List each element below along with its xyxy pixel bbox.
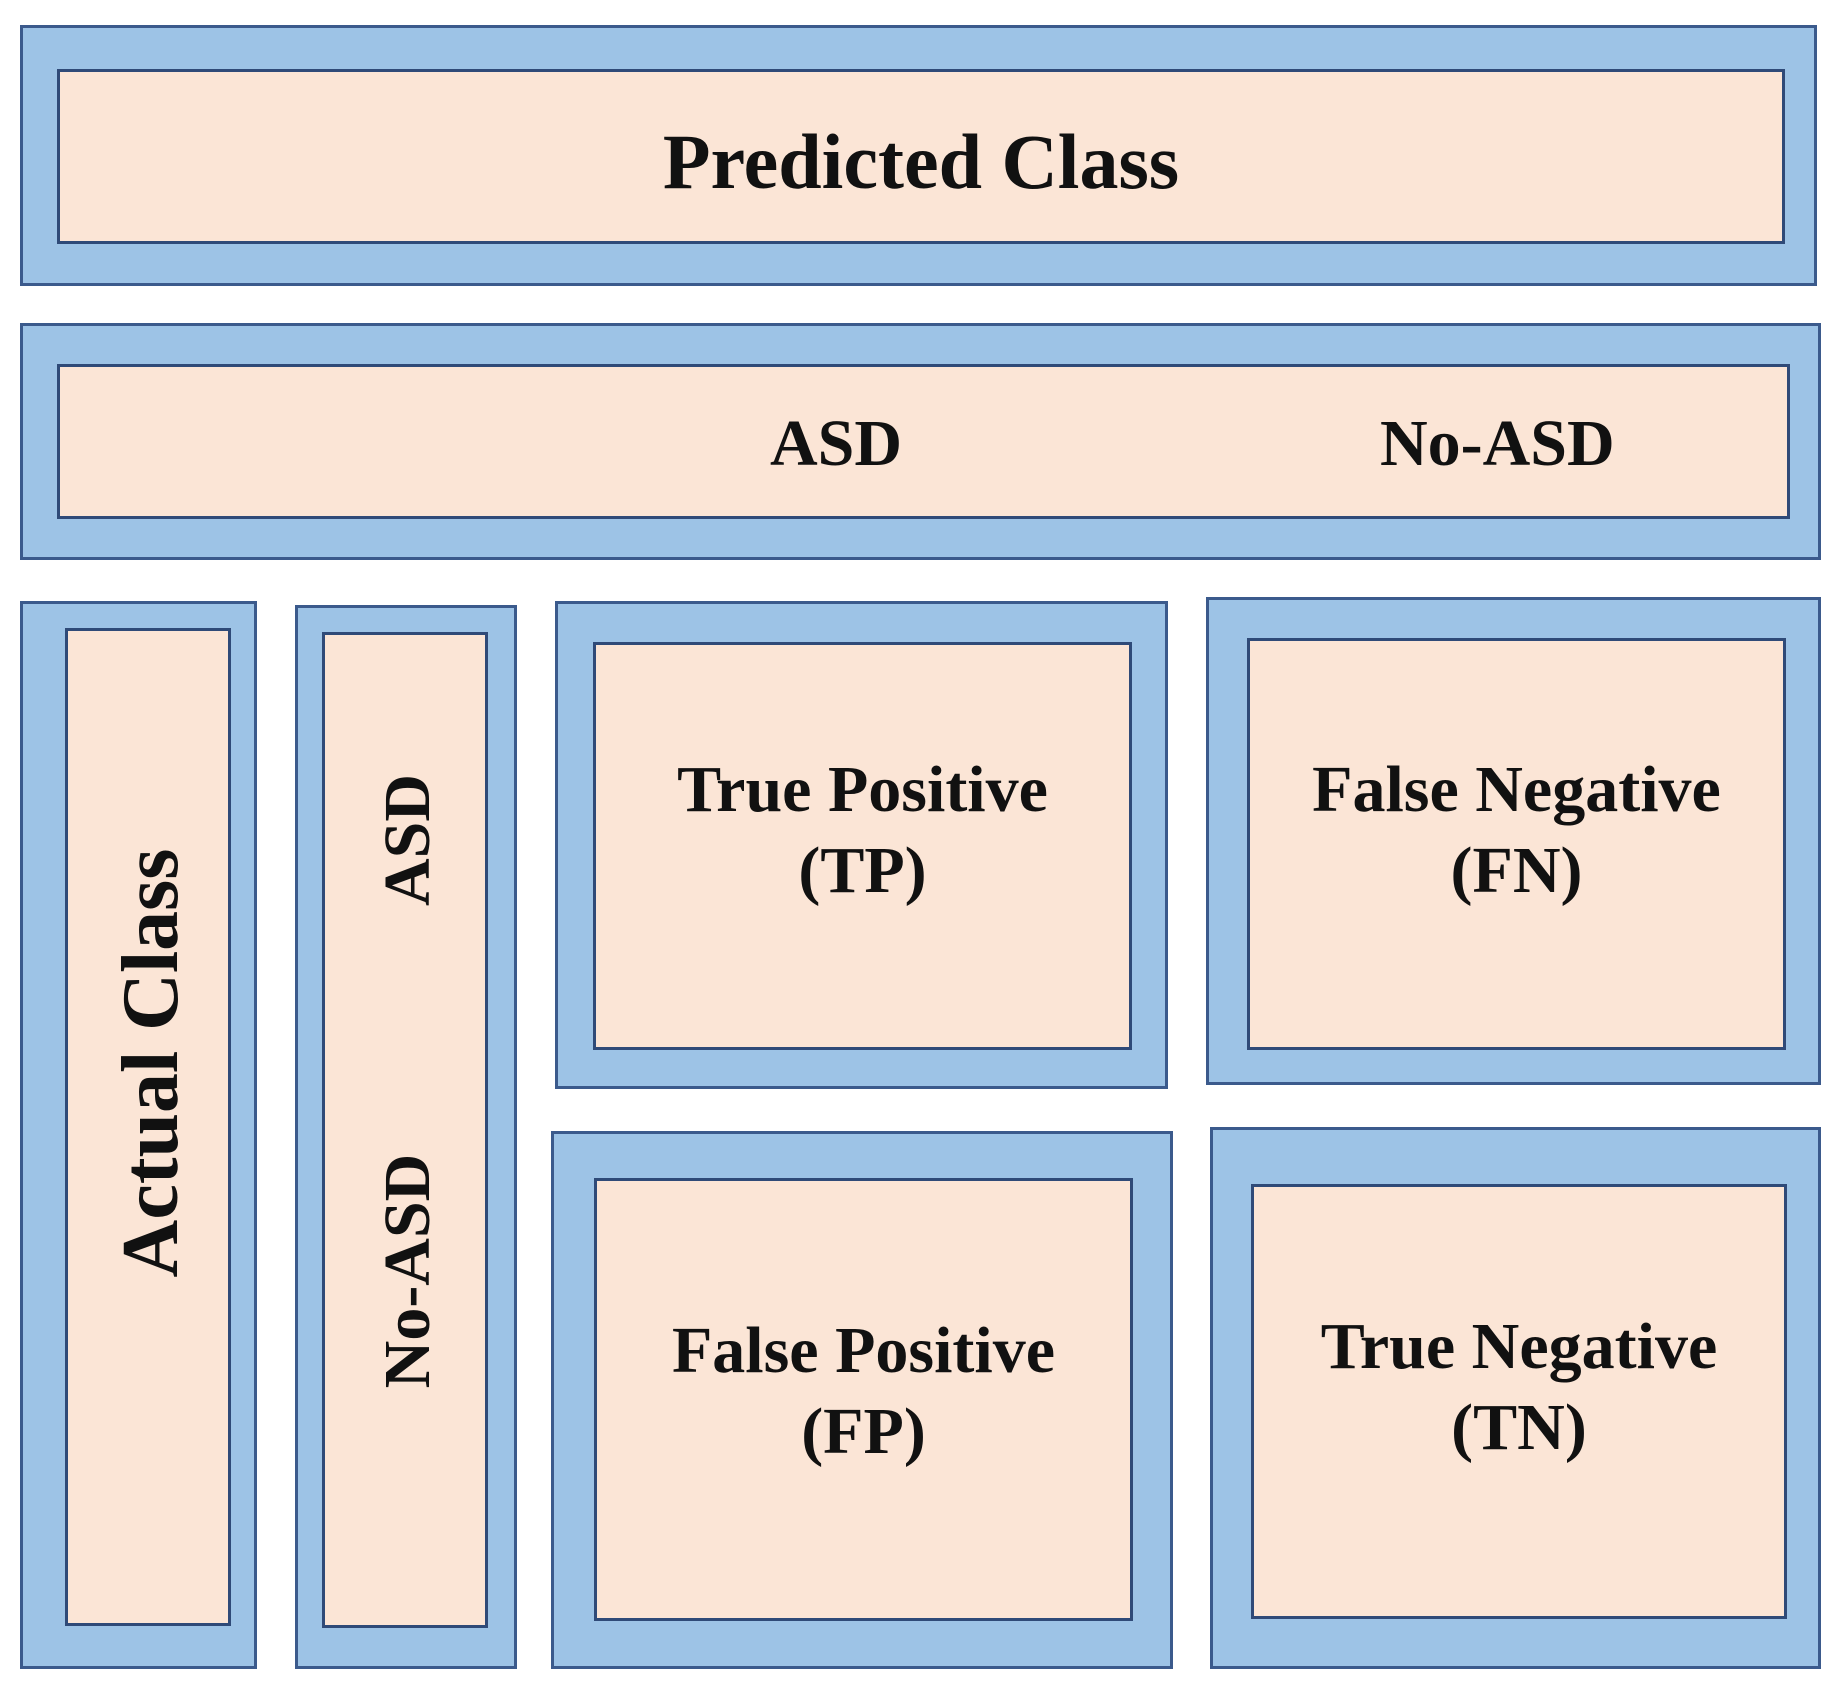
fn-label: False Negative (FN) (1250, 750, 1783, 911)
tn-line1: True Negative (1320, 1310, 1718, 1383)
fn-line2: (FN) (1450, 833, 1583, 907)
actual-class-box: Actual Class (65, 628, 231, 1626)
predicted-class-box: Predicted Class (57, 69, 1785, 244)
fp-box: False Positive (FP) (594, 1178, 1133, 1621)
actual-labels-frame: ASD No-ASD (295, 605, 517, 1669)
tp-frame: True Positive (TP) (555, 601, 1168, 1089)
tn-frame: True Negative (TN) (1210, 1127, 1821, 1669)
tp-box: True Positive (TP) (593, 642, 1132, 1050)
predicted-labels-box: ASD No-ASD (57, 364, 1790, 519)
fn-frame: False Negative (FN) (1206, 597, 1821, 1085)
predicted-class-title: Predicted Class (662, 118, 1180, 205)
predicted-class-frame: Predicted Class (20, 25, 1817, 286)
actual-class-title: Actual Class (107, 848, 195, 1278)
fn-line1: False Negative (1312, 753, 1721, 826)
fp-line2: (FP) (801, 1394, 926, 1468)
fp-line1: False Positive (671, 1314, 1056, 1387)
tn-label: True Negative (TN) (1254, 1307, 1784, 1468)
actual-label-no-asd: No-ASD (371, 1153, 444, 1389)
predicted-label-asd: ASD (770, 407, 903, 480)
fp-frame: False Positive (FP) (551, 1131, 1173, 1669)
fp-label: False Positive (FP) (597, 1311, 1130, 1472)
tn-line2: (TN) (1451, 1390, 1587, 1464)
tp-line2: (TP) (798, 833, 927, 907)
actual-labels-box: ASD No-ASD (322, 632, 488, 1628)
tn-box: True Negative (TN) (1251, 1184, 1787, 1619)
tp-line1: True Positive (677, 753, 1048, 826)
actual-label-asd: ASD (371, 773, 444, 907)
predicted-label-no-asd: No-ASD (1380, 407, 1615, 480)
tp-label: True Positive (TP) (596, 750, 1129, 911)
predicted-labels-frame: ASD No-ASD (20, 323, 1821, 560)
actual-class-frame: Actual Class (20, 601, 257, 1669)
fn-box: False Negative (FN) (1247, 638, 1786, 1050)
